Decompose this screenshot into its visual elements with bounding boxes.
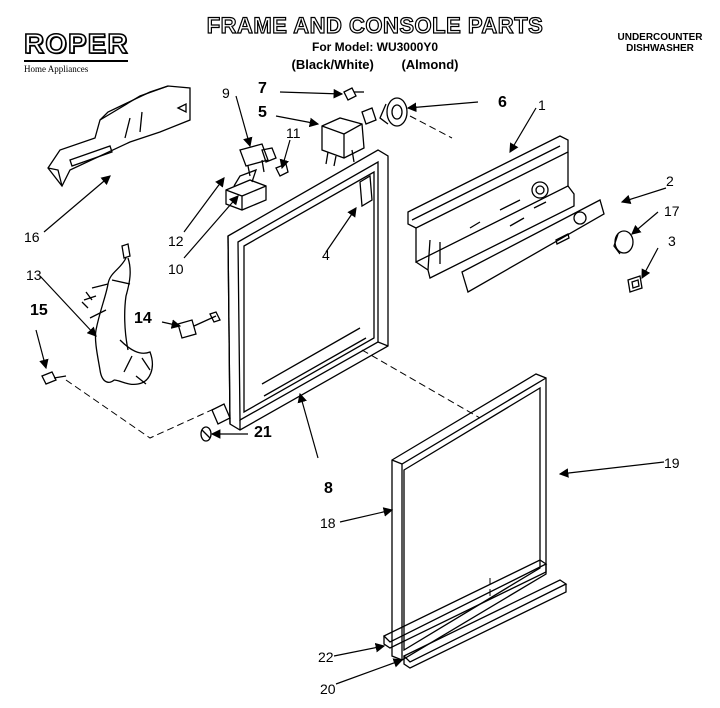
part-20-trim-strip: [402, 579, 568, 669]
logo-rule: [24, 60, 128, 62]
callout-11: 11: [286, 125, 301, 141]
callout-1: 1: [538, 97, 546, 113]
part-10-bracket: [225, 168, 267, 211]
callout-3: 3: [668, 233, 676, 249]
callout-18: 18: [320, 515, 336, 531]
callout-22: 22: [318, 649, 334, 665]
part-5-switch-assembly: [321, 107, 377, 167]
part-11-clip: [275, 163, 289, 177]
brand-subtitle: Home Appliances: [24, 64, 89, 74]
part-15-screw: [41, 371, 67, 385]
callout-4: 4: [322, 247, 330, 263]
part-19-door-panel: [391, 373, 547, 661]
part-3-clip: [627, 275, 643, 293]
part-2-control-overlay: [461, 199, 605, 293]
part-6-knob-cam: [379, 97, 408, 127]
part-7-screw: [343, 87, 364, 101]
callout-13: 13: [26, 267, 42, 283]
page-title: FRAME AND CONSOLE PARTS: [206, 13, 544, 38]
color-variants: (Black/White) (Almond): [150, 57, 600, 73]
model-line: For Model: WU3000Y0: [311, 40, 439, 54]
part-9-switch: [239, 143, 277, 177]
callout-14: 14: [134, 310, 152, 327]
part-18-door-insert: [403, 386, 541, 652]
callout-17: 17: [664, 203, 680, 219]
callout-7: 7: [258, 80, 267, 97]
callout-15: 15: [30, 302, 48, 319]
callout-leaders: [35, 88, 667, 685]
callout-10: 10: [168, 261, 184, 277]
callout-2: 2: [666, 173, 674, 189]
roper-logo: ROPER Home Appliances: [23, 28, 136, 74]
callout-21: 21: [254, 424, 272, 441]
appliance-category: UNDERCOUNTER DISHWASHER: [590, 32, 720, 54]
callout-16: 16: [24, 229, 40, 245]
callout-9: 9: [222, 85, 230, 101]
assembly-guides: [65, 115, 491, 600]
callout-12: 12: [168, 233, 184, 249]
part-16-harness-cover: [47, 85, 191, 188]
part-17-knob: [613, 230, 634, 255]
variant-almond: (Almond): [401, 57, 459, 72]
category-line-2: DISHWASHER: [626, 43, 694, 54]
category-line-1: UNDERCOUNTER: [617, 32, 703, 43]
variant-black-white: (Black/White): [291, 57, 374, 72]
brand-name: ROPER: [23, 28, 129, 59]
part-14-connector: [177, 311, 221, 339]
part-1-console-panel: [407, 135, 575, 279]
callout-8: 8: [324, 480, 333, 497]
callout-19: 19: [664, 455, 680, 471]
callout-5: 5: [258, 104, 267, 121]
part-22-trim-strip: [382, 559, 548, 649]
part-8-door-frame: [211, 149, 389, 431]
part-21-plug: [200, 426, 212, 442]
callout-20: 20: [320, 681, 336, 697]
callout-6: 6: [498, 94, 507, 111]
